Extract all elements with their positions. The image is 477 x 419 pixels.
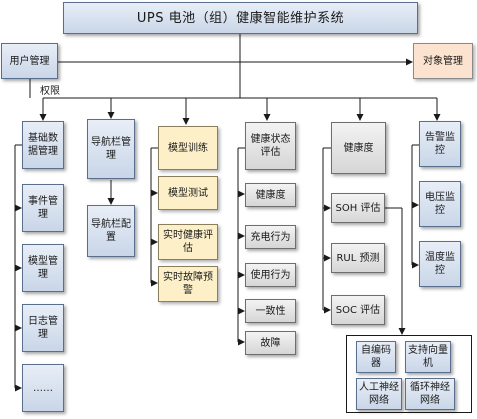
model-management-node: 模型管理 [22,244,64,292]
voltage-monitor-node: 电压监控 [419,181,461,227]
fault-node: 故障 [245,331,296,355]
nav-management-node: 导航栏管理 [87,119,135,179]
rnn-node: 循环神经网络 [405,378,455,410]
charging-behavior-node: 充电行为 [245,225,296,249]
nav-config-node: 导航栏配置 [87,205,135,257]
user-management-node: 用户管理 [1,43,58,79]
health-status-eval-node: 健康状态评估 [245,122,296,170]
autoencoder-node: 自编码器 [356,341,396,373]
soh-eval-node: SOH 评估 [331,193,385,223]
permission-label: 权限 [40,86,60,97]
usage-behavior-node: 使用行为 [245,263,296,287]
event-management-node: 事件管理 [22,184,64,232]
consistency-node: 一致性 [245,299,296,323]
alarm-monitor-node: 告警监控 [419,121,461,167]
rul-predict-node: RUL 预测 [331,243,385,273]
realtime-health-eval-node: 实时健康评估 [158,224,218,260]
health-degree-node: 健康度 [245,183,296,207]
system-title: UPS 电池（组）健康智能维护系统 [63,2,418,34]
ann-node: 人工神经网络 [356,378,402,410]
temperature-monitor-node: 温度监控 [419,241,461,287]
model-training-node: 模型训练 [158,126,218,170]
more-items-node: …… [22,364,64,412]
svm-node: 支持向量机 [405,341,451,373]
log-management-node: 日志管理 [22,304,64,352]
model-testing-node: 模型测试 [158,176,218,210]
realtime-fault-warning-node: 实时故障预警 [158,266,218,302]
soc-eval-node: SOC 评估 [331,295,385,325]
basic-data-management-node: 基础数据管理 [22,121,64,169]
object-management-node: 对象管理 [413,43,473,79]
health-node: 健康度 [331,122,386,174]
